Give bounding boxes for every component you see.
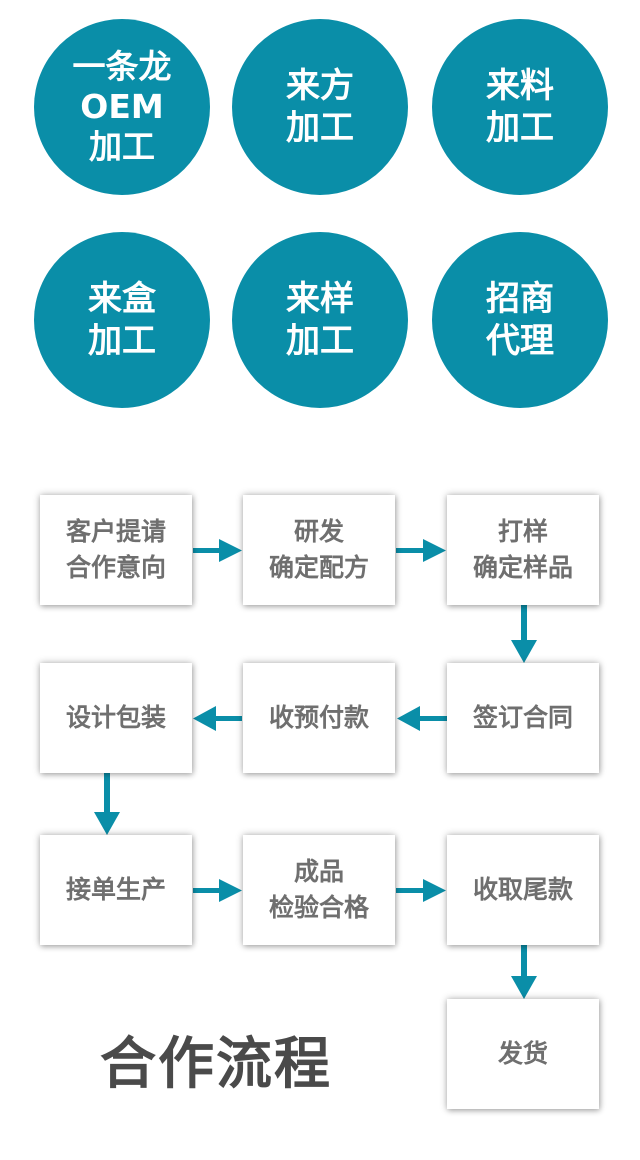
service-circle-oem: 一条龙 OEM 加工 <box>34 19 210 195</box>
service-label-line: 来料 <box>486 66 554 106</box>
step-confirm-sample: 打样 确定样品 <box>447 495 599 605</box>
arrow-right-icon <box>396 879 446 902</box>
step-prepayment: 收预付款 <box>243 663 395 773</box>
step-production: 接单生产 <box>40 835 192 945</box>
service-label-line: 加工 <box>486 108 554 148</box>
service-circle-sample: 来样 加工 <box>232 232 408 408</box>
service-label-line: 来样 <box>286 279 354 319</box>
service-label-line: 代理 <box>486 321 554 361</box>
step-design-packaging: 设计包装 <box>40 663 192 773</box>
step-label-line: 发货 <box>497 1039 548 1068</box>
arrow-right-icon <box>396 539 446 562</box>
step-label-line: 客户提请 <box>65 517 166 546</box>
service-label-line: 加工 <box>286 108 354 148</box>
step-label-line: 检验合格 <box>268 893 369 922</box>
service-label-line: 加工 <box>286 321 354 361</box>
service-label-line: 来盒 <box>88 279 156 319</box>
step-label-line: 合作意向 <box>65 553 166 582</box>
process-title: 合作流程 <box>100 1032 332 1097</box>
step-label-line: 接单生产 <box>65 875 166 904</box>
arrow-down-icon <box>511 945 537 999</box>
service-label-line: OEM <box>80 87 164 126</box>
service-label-line: 来方 <box>286 66 354 106</box>
step-label-line: 成品 <box>293 857 344 886</box>
step-customer-intent: 客户提请 合作意向 <box>40 495 192 605</box>
step-label-line: 签订合同 <box>472 703 573 732</box>
service-circle-formula: 来方 加工 <box>232 19 408 195</box>
step-label-line: 收取尾款 <box>472 875 573 904</box>
service-label-line: 加工 <box>88 321 156 361</box>
step-label-line: 设计包装 <box>65 703 166 732</box>
step-label-line: 确定配方 <box>268 553 369 582</box>
service-label-line: 一条龙 <box>72 47 172 86</box>
service-circle-material: 来料 加工 <box>432 19 608 195</box>
arrow-down-icon <box>94 773 120 835</box>
step-label-line: 打样 <box>497 517 548 546</box>
arrow-down-icon <box>511 605 537 663</box>
step-quality-inspection: 成品 检验合格 <box>243 835 395 945</box>
arrow-left-icon <box>397 706 447 731</box>
service-circle-box: 来盒 加工 <box>34 232 210 408</box>
arrow-right-icon <box>193 879 242 902</box>
step-label-line: 确定样品 <box>472 553 573 582</box>
step-label-line: 收预付款 <box>268 703 369 732</box>
step-shipping: 发货 <box>447 999 599 1109</box>
step-develop-formula: 研发 确定配方 <box>243 495 395 605</box>
service-label-line: 招商 <box>486 279 554 319</box>
arrow-right-icon <box>193 539 242 562</box>
service-circle-agency: 招商 代理 <box>432 232 608 408</box>
step-final-payment: 收取尾款 <box>447 835 599 945</box>
service-label-line: 加工 <box>89 127 155 166</box>
step-label-line: 研发 <box>293 517 344 546</box>
arrow-left-icon <box>193 706 242 731</box>
step-sign-contract: 签订合同 <box>447 663 599 773</box>
